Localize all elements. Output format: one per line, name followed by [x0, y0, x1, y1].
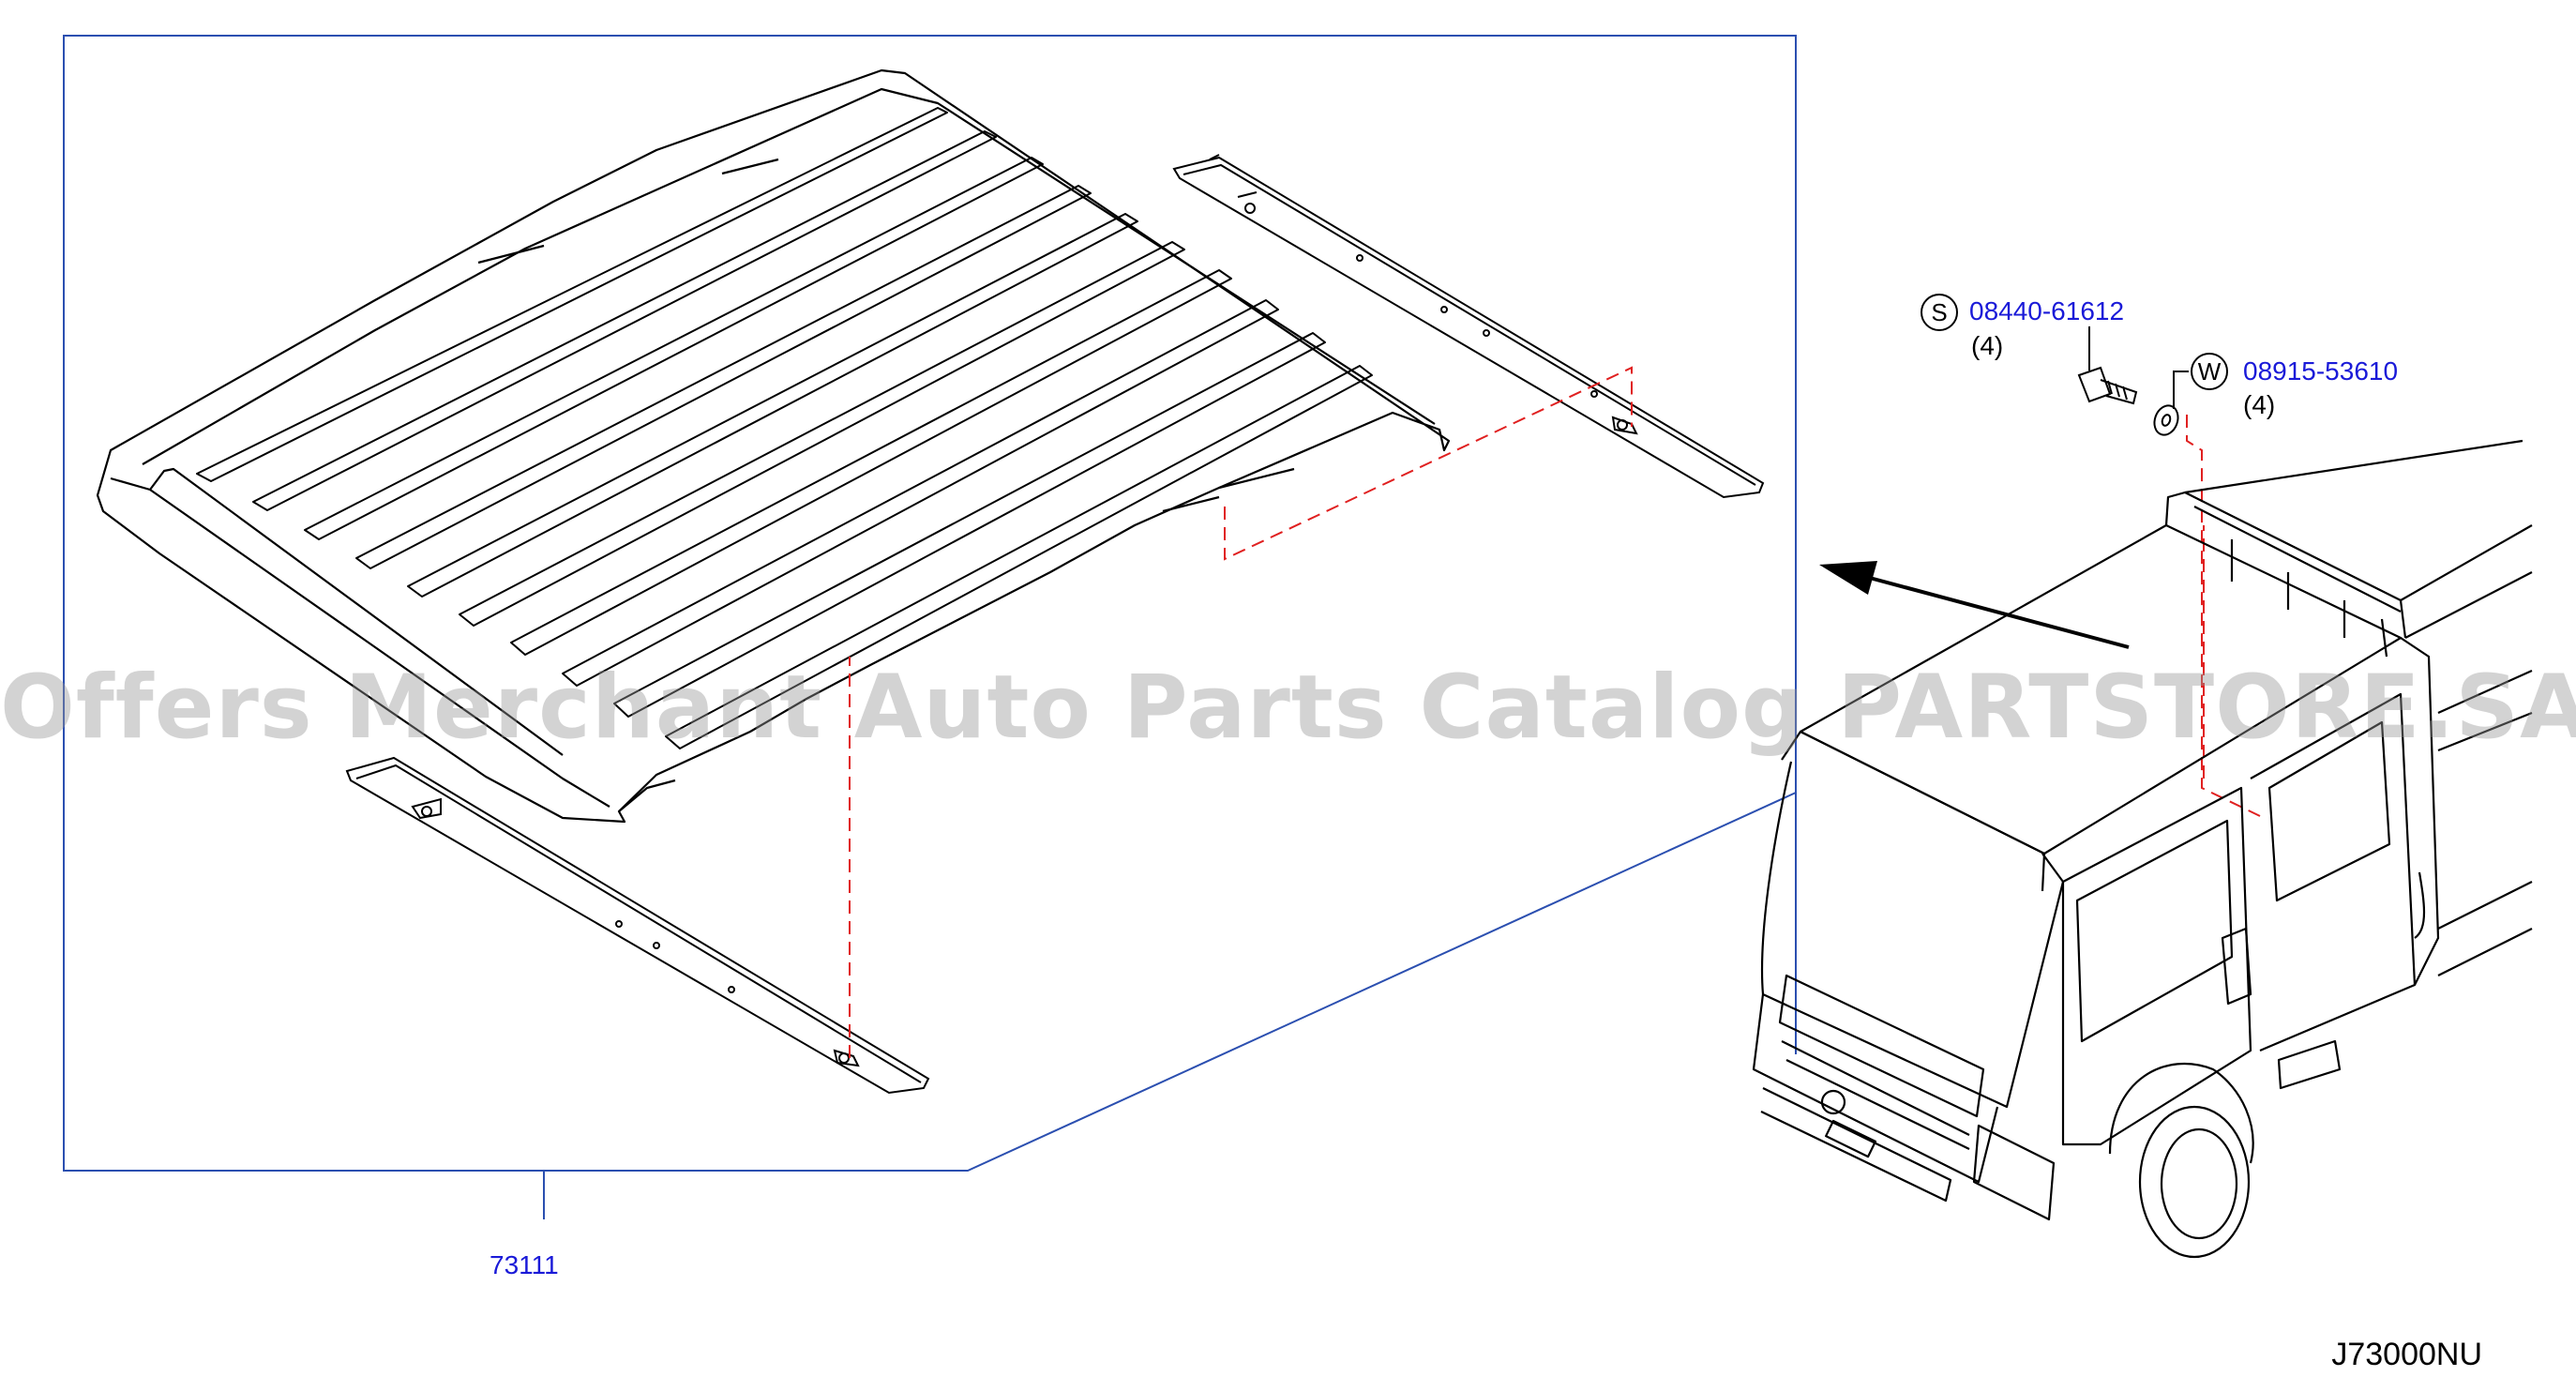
part-number-washer[interactable]: 08915-53610 [2243, 356, 2399, 386]
part-number-73111[interactable]: 73111 [490, 1250, 559, 1279]
screw-symbol: S [1921, 294, 1958, 331]
truck-illustration [1752, 439, 2533, 1259]
washer[interactable] [2150, 402, 2181, 438]
washer-quantity: (4) [2243, 390, 2276, 419]
screw-bolt[interactable] [2077, 366, 2138, 405]
roof-side-rail-right[interactable] [1172, 154, 1765, 499]
roof-side-rail-left[interactable] [345, 756, 930, 1095]
watermark-text: Offers Merchant Auto Parts Catalog PARTS… [0, 657, 2576, 759]
callout-leaders [2088, 326, 2189, 409]
direction-arrow [1819, 561, 2130, 649]
part-number-screw[interactable]: 08440-61612 [1969, 296, 2125, 325]
screw-quantity: (4) [1971, 331, 2004, 360]
roof-panel[interactable] [96, 68, 1451, 824]
washer-symbol: W [2191, 353, 2228, 390]
diagram-code: J73000NU [2331, 1337, 2482, 1372]
assembly-frame [63, 35, 1797, 1219]
